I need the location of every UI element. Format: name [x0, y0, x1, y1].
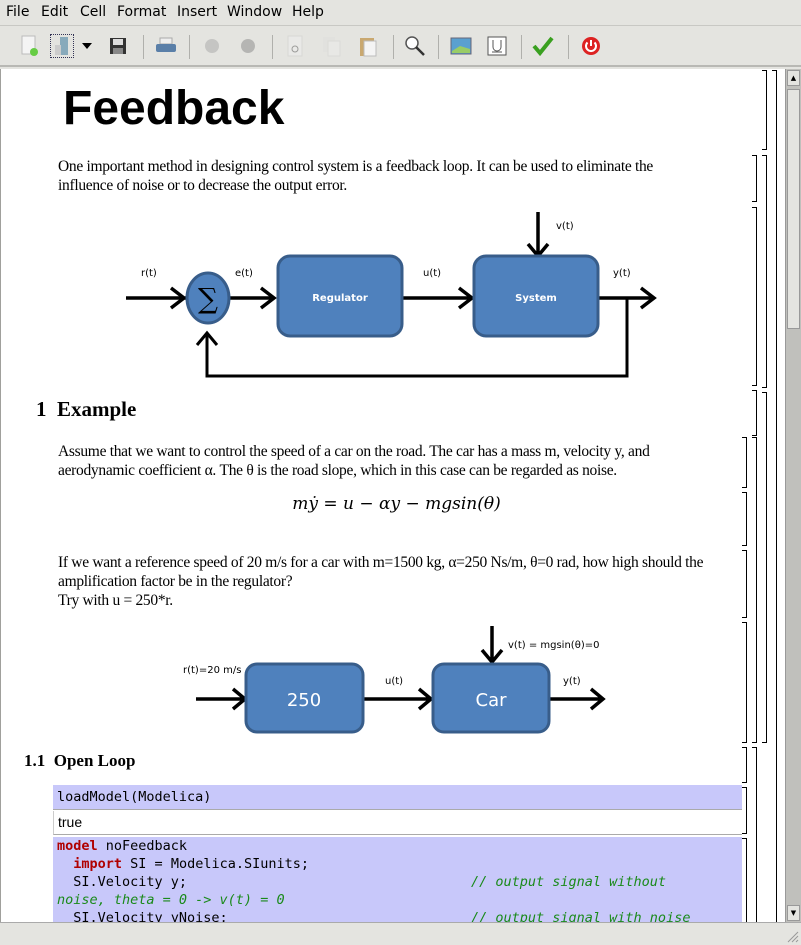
question-paragraph: If we want a reference speed of 20 m/s f…: [58, 554, 704, 590]
output-cell: true: [53, 811, 742, 835]
gain-label: 250: [287, 690, 321, 711]
input-cell-model-code[interactable]: model noFeedback import SI = Modelica.SI…: [53, 837, 742, 922]
equation: mẏ = u − αy − mgsin(θ): [292, 494, 501, 514]
menu-edit[interactable]: Edit: [41, 4, 69, 20]
dropdown-icon[interactable]: [80, 34, 94, 58]
scroll-up-icon[interactable]: ▲: [787, 70, 800, 86]
menu-bar: File Edit Cell Format Insert Window Help: [0, 0, 801, 26]
example-paragraph: Assume that we want to control the speed…: [58, 443, 650, 479]
new-document-icon[interactable]: [17, 34, 41, 58]
toolbar: [0, 27, 801, 67]
paste-icon[interactable]: [356, 34, 380, 58]
arrow-e: [229, 286, 277, 310]
underline-icon[interactable]: [485, 34, 509, 58]
vertical-scrollbar[interactable]: ▲ ▼: [785, 69, 801, 922]
redo-icon[interactable]: [236, 34, 260, 58]
regulator-block: [276, 254, 404, 338]
label-u: u(t): [385, 676, 403, 687]
cut-icon[interactable]: [283, 34, 307, 58]
input-cell-loadmodel[interactable]: loadModel(Modelica): [53, 785, 742, 810]
sum-symbol: ∑: [198, 282, 218, 315]
system-block: [472, 254, 600, 338]
page-title: Feedback: [63, 82, 285, 135]
menu-window[interactable]: Window: [227, 4, 283, 20]
arrow-r: [126, 286, 187, 310]
open-loop-block-diagram: 250 Car r(t)=20 m/s u(t) y(t) v(t) = mgs…: [183, 626, 606, 734]
menu-insert[interactable]: Insert: [177, 4, 218, 20]
save-icon[interactable]: [106, 34, 130, 58]
copy-icon[interactable]: [319, 34, 343, 58]
section-heading-open-loop: 1.1 Open Loop: [24, 751, 136, 770]
arrow-v: [526, 212, 550, 259]
menu-format[interactable]: Format: [117, 4, 167, 20]
status-bar: [0, 922, 801, 945]
image-icon[interactable]: [449, 34, 473, 58]
label-y: y(t): [613, 268, 631, 279]
scroll-down-icon[interactable]: ▼: [787, 905, 800, 921]
resize-grip-icon[interactable]: [787, 931, 799, 943]
label-v: v(t): [556, 221, 574, 232]
try-paragraph: Try with u = 250*r.: [58, 592, 173, 609]
label-v: v(t) = mgsin(θ)=0: [508, 640, 599, 651]
intro-paragraph: One important method in designing contro…: [58, 158, 654, 194]
system-label: System: [515, 293, 557, 304]
scrollbar-thumb[interactable]: [787, 89, 800, 329]
search-icon[interactable]: [403, 34, 427, 58]
feedback-path: [195, 298, 629, 378]
label-r: r(t): [141, 268, 157, 279]
power-icon[interactable]: [579, 34, 603, 58]
regulator-label: Regulator: [312, 293, 368, 304]
arrow-u: [402, 286, 475, 310]
menu-cell[interactable]: Cell: [80, 4, 107, 20]
car-block: [431, 662, 551, 734]
car-label: Car: [476, 690, 508, 711]
label-u: u(t): [423, 268, 441, 279]
open-icon[interactable]: [50, 34, 74, 58]
check-icon[interactable]: [531, 34, 555, 58]
menu-help[interactable]: Help: [292, 4, 324, 20]
undo-icon[interactable]: [200, 34, 224, 58]
summing-junction: [185, 271, 231, 325]
section-heading-example: 1 Example: [36, 397, 137, 421]
label-r: r(t)=20 m/s: [183, 665, 241, 676]
menu-file[interactable]: File: [6, 4, 30, 20]
label-e: e(t): [235, 268, 253, 279]
notebook-document: Feedback One important method in designi…: [0, 69, 785, 922]
label-y: y(t): [563, 676, 581, 687]
gain-block: [244, 662, 365, 734]
print-icon[interactable]: [154, 34, 178, 58]
feedback-block-diagram: ∑ Regulator System r(t) e(t) u(t) y(t) v…: [126, 212, 657, 378]
